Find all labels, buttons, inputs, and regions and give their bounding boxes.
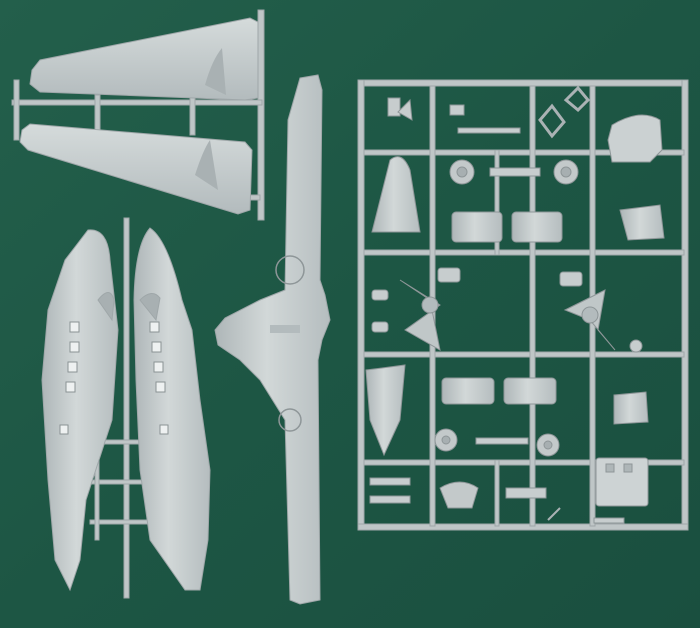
- strut-part: [547, 507, 561, 521]
- window: [59, 424, 69, 435]
- seat-part: [439, 481, 479, 509]
- fuselage-right-half: [133, 227, 211, 591]
- small-part: [387, 97, 401, 117]
- small-part: [449, 104, 465, 116]
- small-part: [593, 517, 625, 524]
- wing-sprue: [11, 9, 265, 221]
- small-part: [505, 487, 547, 499]
- strut-part: [563, 85, 591, 113]
- small-part: [369, 477, 411, 486]
- cowl-part: [451, 211, 503, 243]
- small-part: [371, 289, 389, 301]
- fuselage-sprue: [41, 217, 211, 599]
- window: [149, 321, 160, 333]
- rod-part: [457, 127, 521, 134]
- window: [153, 361, 164, 373]
- wing-lower-half: [19, 123, 253, 215]
- window: [69, 321, 80, 333]
- axle-part: [489, 167, 541, 177]
- propeller-left: [399, 279, 441, 351]
- window: [65, 381, 76, 393]
- tail-fin-part: [371, 156, 421, 233]
- window: [151, 341, 162, 353]
- cowl-part: [503, 377, 557, 405]
- fuselage-left-half: [41, 229, 119, 592]
- cowl-part: [441, 377, 495, 405]
- rod-part: [475, 437, 529, 445]
- canopy-part: [607, 114, 663, 163]
- small-part: [369, 495, 411, 504]
- cowl-part: [511, 211, 563, 243]
- lower-wing: [214, 74, 331, 605]
- strut-part: [538, 103, 566, 139]
- propeller-right: [563, 289, 616, 351]
- engine-part: [559, 271, 583, 287]
- detail-parts: [365, 85, 665, 524]
- window: [69, 341, 80, 353]
- panel-part: [613, 391, 649, 425]
- window: [159, 424, 169, 435]
- rudder-part: [365, 364, 406, 457]
- window: [155, 381, 166, 393]
- small-part: [629, 339, 643, 353]
- small-part: [371, 321, 389, 333]
- wing-upper-half: [29, 17, 259, 101]
- small-part: [397, 98, 413, 121]
- bulkhead-part: [595, 457, 649, 507]
- panel-part: [619, 204, 665, 241]
- engine-part: [437, 267, 461, 283]
- window: [67, 361, 78, 373]
